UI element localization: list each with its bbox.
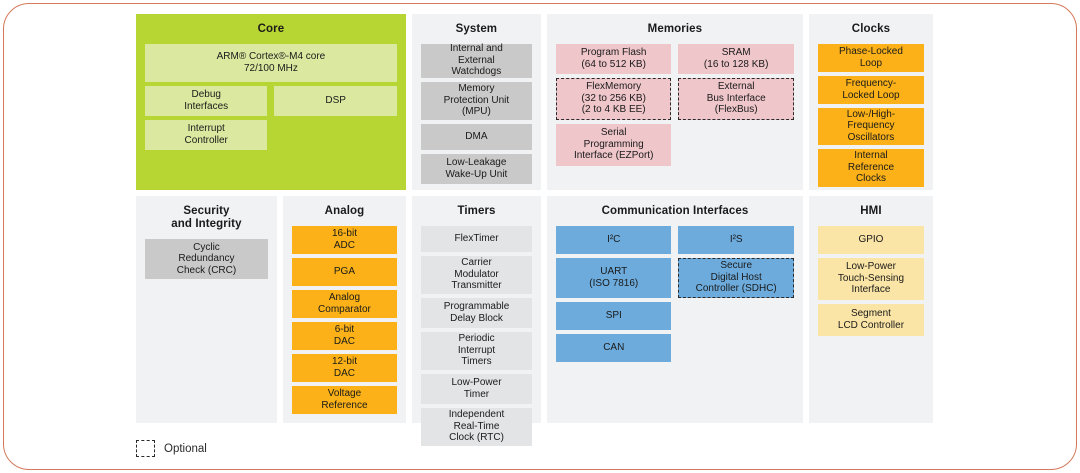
panel-core: Core ARM® Cortex®-M4 core 72/100 MHz Deb…: [136, 14, 406, 190]
block-i2c[interactable]: I²C: [556, 225, 672, 254]
panel-hmi: HMI GPIO Low-Power Touch-Sensing Interfa…: [808, 196, 933, 423]
panel-security-and-integrity: Security and Integrity Cyclic Redundancy…: [136, 196, 277, 423]
block-can[interactable]: CAN: [556, 333, 672, 362]
block-debug-interfaces[interactable]: Debug Interfaces: [145, 85, 268, 116]
block-low-power-touch-sensing-interface[interactable]: Low-Power Touch-Sensing Interface: [817, 257, 924, 300]
block-analog-comparator[interactable]: Analog Comparator: [291, 289, 397, 318]
block-pga[interactable]: PGA: [291, 257, 397, 286]
block-external-bus-interface-flexbus[interactable]: External Bus Interface (FlexBus): [678, 77, 794, 120]
panel-memories: Memories Program Flash (64 to 512 KB) Fl…: [546, 14, 803, 190]
block-low-high-frequency-oscillators[interactable]: Low-/High- Frequency Oscillators: [817, 107, 924, 145]
block-independent-real-time-clock-rtc[interactable]: Independent Real-Time Clock (RTC): [421, 407, 533, 446]
panel-analog: Analog 16-bit ADC PGA Analog Comparator …: [282, 196, 406, 423]
diagram-row-top: Core ARM® Cortex®-M4 core 72/100 MHz Deb…: [136, 14, 933, 190]
block-interrupt-controller[interactable]: Interrupt Controller: [145, 119, 268, 150]
mcu-block-diagram: Core ARM® Cortex®-M4 core 72/100 MHz Deb…: [136, 14, 933, 446]
block-low-leakage-wake-up-unit[interactable]: Low-Leakage Wake-Up Unit: [420, 153, 532, 184]
panel-analog-title: Analog: [324, 205, 365, 217]
panel-core-title: Core: [257, 23, 285, 35]
panel-communication-title: Communication Interfaces: [601, 205, 749, 217]
block-programmable-delay-block[interactable]: Programmable Delay Block: [421, 297, 533, 328]
panel-system: System Internal and External Watchdogs M…: [411, 14, 541, 190]
dashed-square-icon: [136, 440, 155, 457]
panel-memories-title: Memories: [647, 23, 703, 35]
block-uart-iso-7816[interactable]: UART (ISO 7816): [556, 257, 672, 298]
panel-clocks: Clocks Phase-Locked Loop Frequency- Lock…: [808, 14, 933, 190]
block-sram[interactable]: SRAM (16 to 128 KB): [678, 43, 794, 74]
block-internal-external-watchdogs[interactable]: Internal and External Watchdogs: [420, 43, 532, 78]
block-gpio[interactable]: GPIO: [817, 225, 924, 254]
block-carrier-modulator-transmitter[interactable]: Carrier Modulator Transmitter: [421, 255, 533, 294]
panel-clocks-title: Clocks: [851, 23, 891, 35]
panel-security-title: Security and Integrity: [171, 205, 242, 230]
diagram-row-bottom: Security and Integrity Cyclic Redundancy…: [136, 196, 933, 446]
legend-optional-label: Optional: [164, 442, 207, 455]
block-flextimer[interactable]: FlexTimer: [421, 225, 533, 252]
block-internal-reference-clocks[interactable]: Internal Reference Clocks: [817, 148, 924, 187]
block-cyclic-redundancy-check-crc[interactable]: Cyclic Redundancy Check (CRC): [145, 239, 268, 279]
block-12-bit-dac[interactable]: 12-bit DAC: [291, 353, 397, 382]
panel-hmi-title: HMI: [860, 205, 882, 217]
legend: Optional: [136, 440, 207, 457]
block-dma[interactable]: DMA: [420, 123, 532, 150]
panel-timers: Timers FlexTimer Carrier Modulator Trans…: [412, 196, 542, 446]
block-secure-digital-host-controller-sdhc[interactable]: Secure Digital Host Controller (SDHC): [678, 257, 794, 298]
block-i2s[interactable]: I²S: [678, 225, 794, 254]
panel-system-title: System: [455, 23, 498, 35]
block-program-flash[interactable]: Program Flash (64 to 512 KB): [555, 43, 672, 74]
panel-communication-interfaces: Communication Interfaces I²C UART (ISO 7…: [547, 196, 803, 423]
block-phase-locked-loop[interactable]: Phase-Locked Loop: [817, 43, 924, 72]
block-segment-lcd-controller[interactable]: Segment LCD Controller: [817, 303, 924, 336]
block-low-power-timer[interactable]: Low-Power Timer: [421, 373, 533, 404]
block-periodic-interrupt-timers[interactable]: Periodic Interrupt Timers: [421, 331, 533, 370]
block-serial-programming-interface-ezport[interactable]: Serial Programming Interface (EZPort): [555, 123, 672, 166]
block-voltage-reference[interactable]: Voltage Reference: [291, 385, 397, 414]
block-dsp[interactable]: DSP: [274, 85, 397, 116]
panel-timers-title: Timers: [457, 205, 496, 217]
block-frequency-locked-loop[interactable]: Frequency- Locked Loop: [817, 75, 924, 104]
block-16-bit-adc[interactable]: 16-bit ADC: [291, 225, 397, 254]
block-memory-protection-unit[interactable]: Memory Protection Unit (MPU): [420, 81, 532, 120]
block-spi[interactable]: SPI: [556, 301, 672, 330]
block-arm-cortex-m4-core[interactable]: ARM® Cortex®-M4 core 72/100 MHz: [145, 43, 397, 82]
block-flexmemory[interactable]: FlexMemory (32 to 256 KB) (2 to 4 KB EE): [555, 77, 672, 120]
block-6-bit-dac[interactable]: 6-bit DAC: [291, 321, 397, 350]
